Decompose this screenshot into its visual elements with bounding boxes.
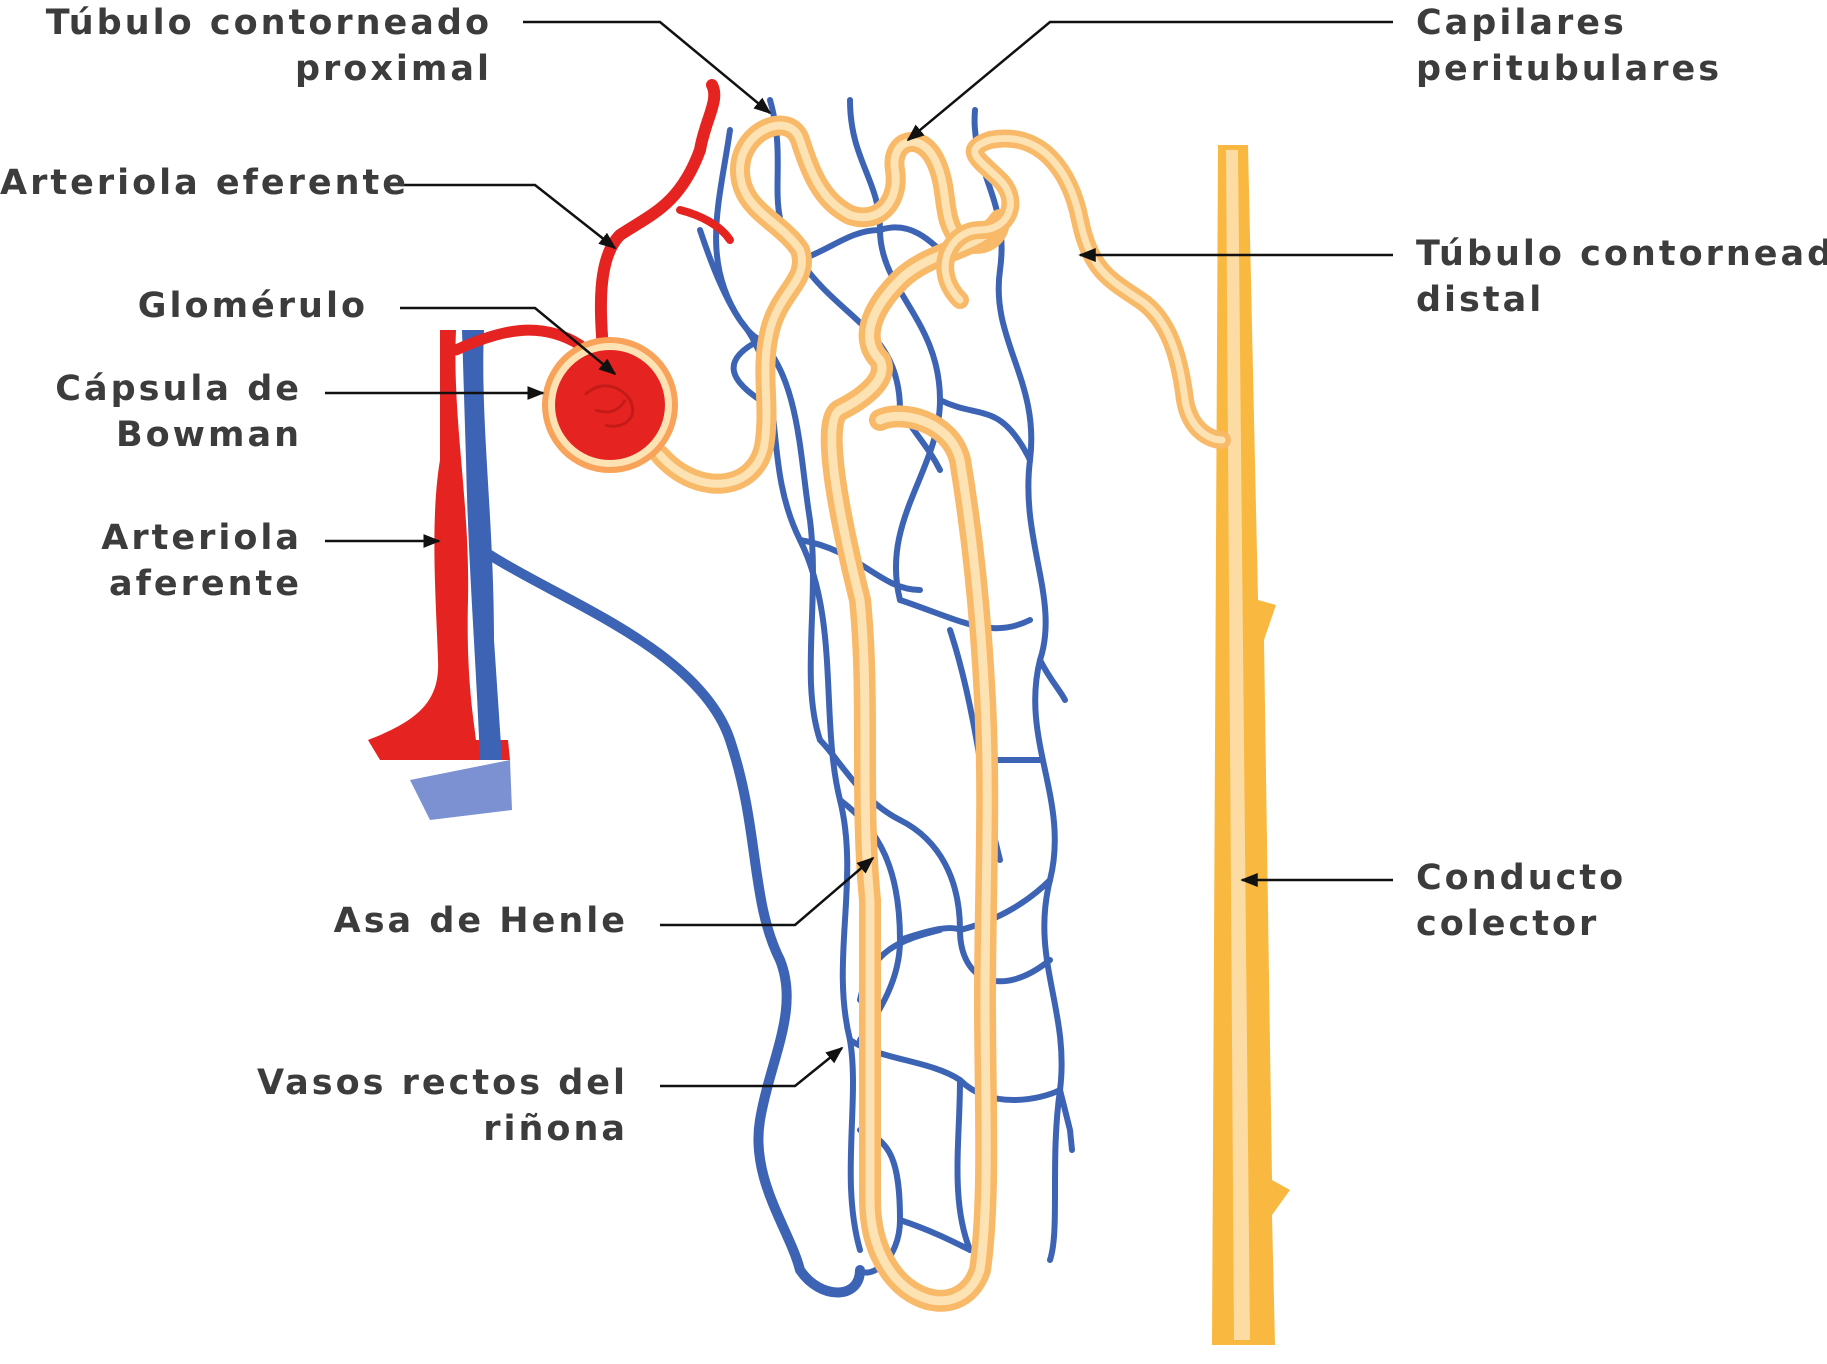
label-collecting-duct: Conducto colector: [1416, 855, 1716, 947]
label-peritubular-capillaries: Capilares peritubulares: [1416, 0, 1816, 92]
leader-glomerulus: [400, 306, 617, 376]
collecting-duct: [1212, 145, 1290, 1345]
label-bowman-line1: Cápsula de: [55, 369, 302, 409]
leader-vasa-recta: [660, 1046, 844, 1088]
efferent-branch: [676, 206, 734, 244]
loop-of-henle: [820, 209, 1011, 1312]
label-bowman-line2: Bowman: [115, 415, 302, 455]
distal-tubule-highlight: [941, 135, 1226, 444]
efferent-arteriole: [594, 79, 721, 376]
label-vasa-recta-line1: Vasos rectos del: [256, 1063, 628, 1103]
label-capillaries-line1: Capilares: [1416, 3, 1627, 43]
label-distal-line1: Túbulo contorneado: [1416, 234, 1827, 274]
label-vasa-recta: Vasos rectos del riñona: [240, 1060, 628, 1152]
leader-lines: [325, 20, 1393, 1088]
label-efferent-line1: Arteriola eferente: [0, 163, 410, 203]
leader-proximal: [523, 20, 772, 115]
label-distal-tubule: Túbulo contorneado distal: [1416, 231, 1827, 323]
label-glomerulus: Glomérulo: [60, 283, 368, 329]
label-loop-of-henle: Asa de Henle: [300, 898, 628, 944]
label-vasa-recta-line2: riñona: [483, 1109, 628, 1149]
label-afferent-arteriole: Arteriola aferente: [40, 515, 302, 607]
label-distal-line2: distal: [1416, 280, 1545, 320]
leader-capillaries: [906, 20, 1393, 142]
leader-efferent: [400, 183, 617, 250]
label-proximal-line2: proximal: [294, 49, 492, 89]
label-proximal-tubule: Túbulo contorneado proximal: [40, 0, 492, 92]
leader-henle: [660, 856, 875, 927]
label-henle-line1: Asa de Henle: [333, 901, 628, 941]
label-capillaries-line2: peritubulares: [1416, 49, 1723, 89]
label-afferent-line2: aferente: [109, 564, 302, 604]
label-collecting-line2: colector: [1416, 904, 1600, 944]
label-collecting-line1: Conducto: [1416, 858, 1627, 898]
label-glomerulus-line1: Glomérulo: [137, 286, 368, 326]
label-efferent-arteriole: Arteriola eferente: [0, 160, 410, 206]
label-bowman-capsule: Cápsula de Bowman: [40, 366, 302, 458]
proximal-tubule-highlight: [656, 121, 1004, 488]
label-afferent-line1: Arteriola: [101, 518, 302, 558]
label-proximal-line1: Túbulo contorneado: [45, 3, 492, 43]
glomerulus: [542, 337, 678, 473]
